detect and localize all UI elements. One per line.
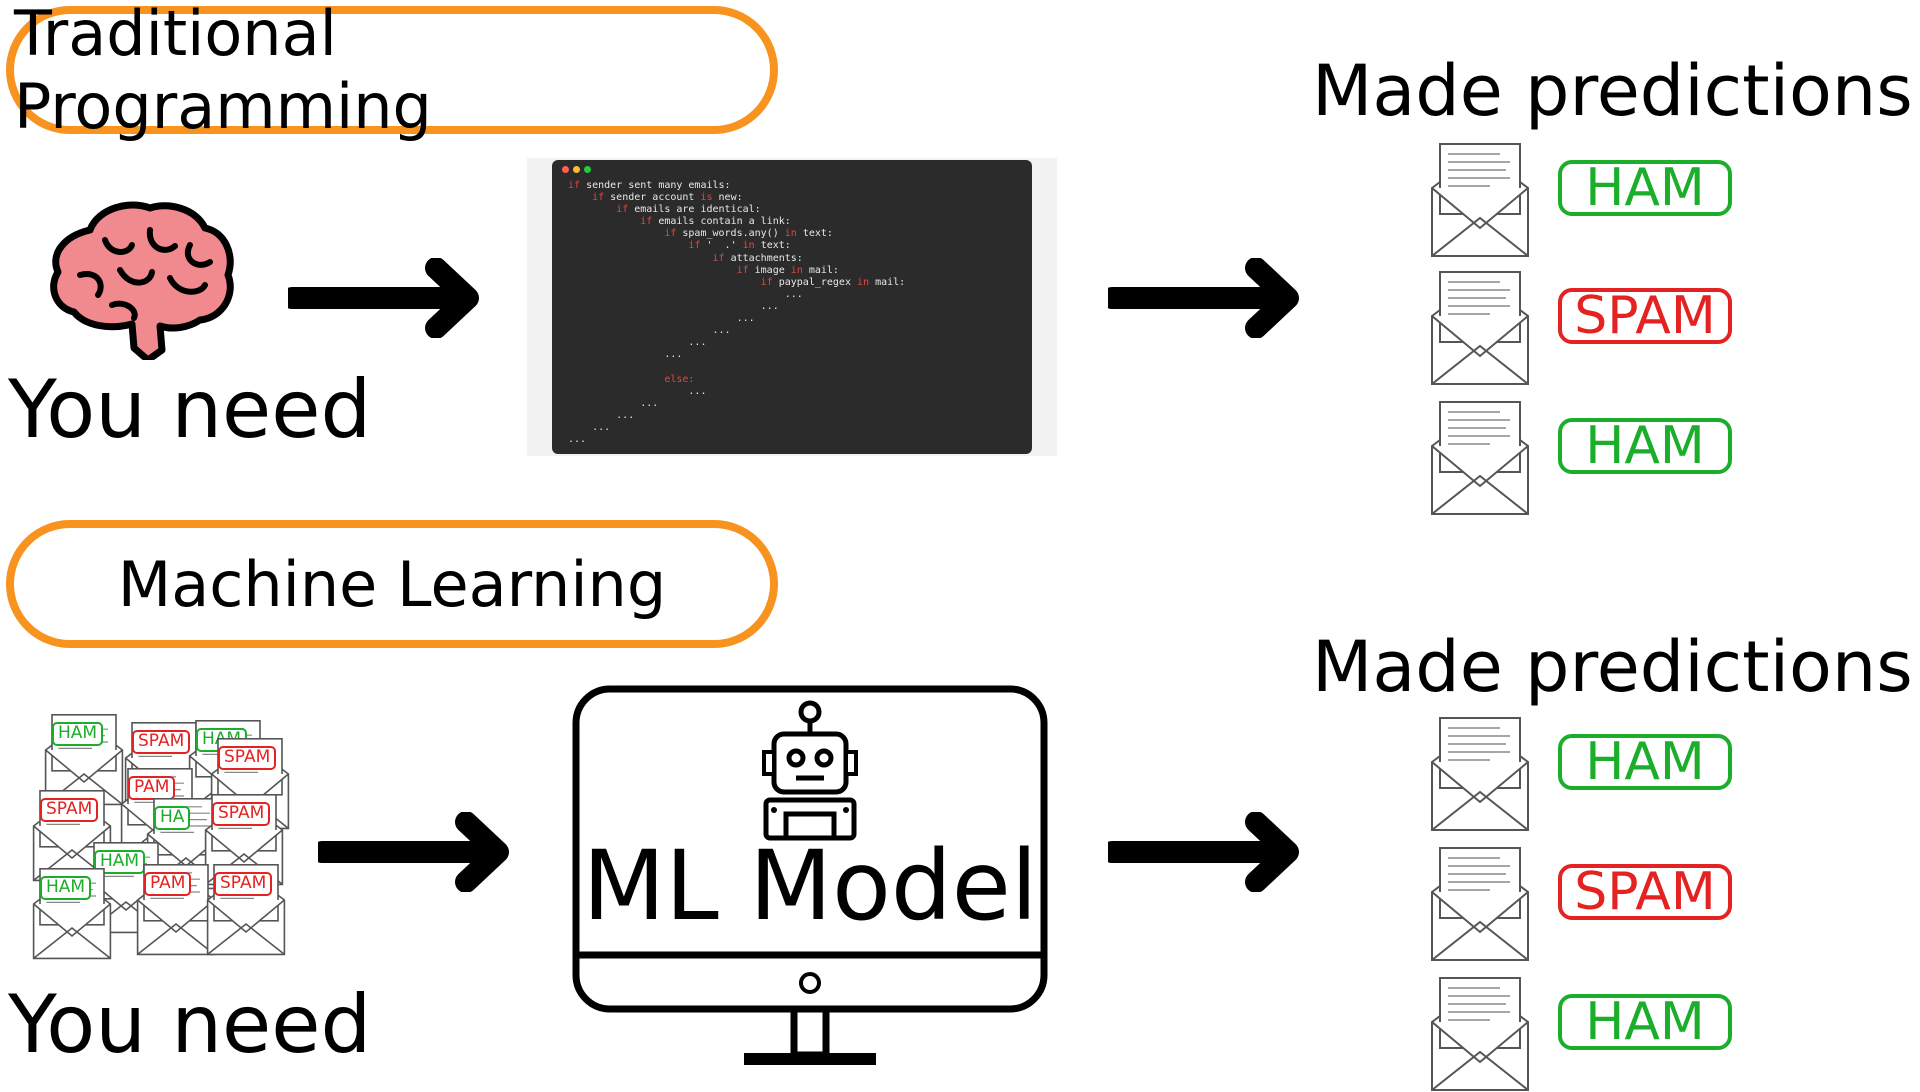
ham-badge: HAM xyxy=(52,722,104,746)
code-screenshot: if sender sent many emails: if sender ac… xyxy=(527,158,1057,456)
training-email: SPAM xyxy=(204,790,284,886)
ham-badge: HA xyxy=(154,806,191,830)
traditional-programming-label: Traditional Programming xyxy=(6,0,778,143)
envelope-icon xyxy=(1431,401,1529,515)
arrow-right-icon xyxy=(1108,812,1299,892)
arrow-right-icon xyxy=(288,258,479,338)
training-email: HAM xyxy=(32,864,112,960)
robot-icon xyxy=(762,700,858,841)
envelope-icon xyxy=(1431,143,1529,257)
predictions-heading-top: Made predictions xyxy=(1312,50,1913,132)
spam-badge: SPAM xyxy=(1558,288,1732,344)
spam-badge: SPAM xyxy=(132,730,191,754)
rule-code-block: if sender sent many emails: if sender ac… xyxy=(568,180,906,445)
training-email: SPAM xyxy=(206,860,286,956)
ham-badge: HAM xyxy=(1558,994,1732,1050)
you-need-label-bottom: You need xyxy=(8,978,372,1071)
envelope-icon xyxy=(1431,271,1529,385)
ham-badge: HAM xyxy=(1558,418,1732,474)
spam-badge: SPAM xyxy=(40,798,99,822)
you-need-label-top: You need xyxy=(8,363,372,456)
envelope-icon xyxy=(1431,977,1529,1091)
ham-badge: HAM xyxy=(40,876,92,900)
ham-badge: HAM xyxy=(1558,160,1732,216)
spam-badge: SPAM xyxy=(1558,864,1732,920)
predictions-heading-bottom: Made predictions xyxy=(1312,626,1913,708)
monitor-icon xyxy=(572,685,1048,1065)
training-email: HAM xyxy=(44,710,124,806)
machine-learning-title: Machine Learning xyxy=(117,547,667,621)
training-emails-stack: HAMSPAMHAMSPAMPAMSPAMHASPAMHAMHAMPAMSPAM xyxy=(28,710,300,970)
spam-badge: PAM xyxy=(144,872,192,896)
brain-icon xyxy=(50,201,234,360)
spam-badge: SPAM xyxy=(212,802,271,826)
spam-badge: SPAM xyxy=(214,872,273,896)
spam-badge: PAM xyxy=(128,776,176,800)
arrow-right-icon xyxy=(1108,258,1299,338)
machine-learning-label: Machine Learning xyxy=(6,520,778,648)
arrow-right-icon xyxy=(318,812,509,892)
envelope-icon xyxy=(1431,717,1529,831)
envelope-icon xyxy=(1431,847,1529,961)
training-email: PAM xyxy=(136,860,216,956)
training-email: SPAM xyxy=(32,786,112,882)
spam-badge: SPAM xyxy=(218,746,277,770)
ham-badge: HAM xyxy=(94,850,146,874)
ml-model-label: ML Model xyxy=(582,830,1038,942)
traditional-programming-title: Traditional Programming xyxy=(14,0,432,143)
ham-badge: HAM xyxy=(1558,734,1732,790)
